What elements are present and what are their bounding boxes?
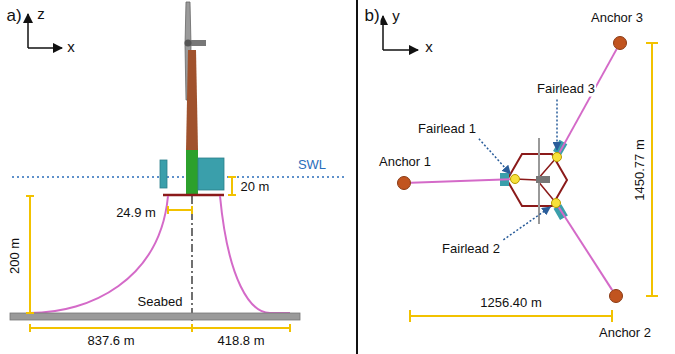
dimension-line [192, 324, 290, 332]
edge-group [411, 49, 617, 290]
axis-arrow [27, 14, 29, 48]
dimension-line [26, 196, 34, 313]
dimension-line [646, 43, 658, 296]
mooring-line [411, 179, 510, 183]
leader-line [556, 99, 558, 150]
anchor-point: Anchor 1 [397, 176, 411, 190]
center-line [191, 196, 192, 332]
fairlead-label: Fairlead 2 [441, 242, 501, 257]
anchor-label: Anchor 1 [378, 155, 432, 170]
panel-divider [356, 0, 358, 354]
anchor-point: Anchor 3 [613, 36, 627, 50]
platform-brace [515, 157, 557, 203]
axis-arrow [28, 47, 62, 49]
dimension-label: 837.6 m [87, 334, 136, 349]
dimension-line [168, 206, 192, 214]
side-column [160, 160, 167, 188]
dimension-label: 200 m [8, 237, 23, 275]
fairlead-label: Fairlead 3 [536, 82, 596, 97]
dimension [26, 177, 290, 332]
axis-label: y [391, 7, 401, 24]
mooring-line [559, 207, 612, 290]
side-column [198, 158, 224, 190]
dimension-label: 20 m [240, 180, 271, 195]
axis-label: x [424, 38, 434, 55]
dimension-label: 24.9 m [115, 206, 157, 221]
fairlead-point: Fairlead 2 [551, 198, 561, 208]
axis-label: x [66, 38, 76, 55]
seabed [10, 313, 300, 320]
anchor-label: Anchor 3 [590, 11, 644, 26]
dimension-line [410, 310, 612, 322]
dimension [410, 43, 658, 322]
still-water-line [12, 176, 345, 178]
mooring-line [559, 49, 616, 152]
leader-line [479, 139, 510, 174]
anchor-point: Anchor 2 [609, 289, 623, 303]
panel-label: b) [363, 6, 380, 26]
axis-arrow [382, 16, 384, 50]
axis-label: z [36, 5, 46, 22]
anchor-label: Anchor 2 [598, 326, 652, 341]
axis-arrow [383, 49, 418, 51]
dimension-line [30, 324, 192, 332]
water-level-label: SWL [297, 158, 327, 173]
hub [185, 40, 192, 47]
fairlead-point: Fairlead 3 [552, 152, 562, 162]
nacelle [189, 40, 206, 46]
fairlead-label: Fairlead 1 [417, 122, 477, 137]
mooring-line [220, 196, 290, 313]
dimension-line [228, 177, 236, 195]
nacelle [536, 176, 550, 183]
dimension-label: 1256.40 m [479, 296, 542, 311]
leader-group [479, 99, 557, 239]
pontoon [163, 194, 224, 197]
seabed-label: Seabed [137, 295, 184, 310]
tower-base [186, 150, 198, 194]
tower [186, 50, 198, 150]
fairlead-point: Fairlead 1 [510, 174, 520, 184]
dimension-label: 418.8 m [217, 334, 266, 349]
leader-line [503, 207, 550, 240]
panel-label: a) [5, 6, 22, 26]
dimension-label: 1450.77 m [633, 138, 648, 201]
